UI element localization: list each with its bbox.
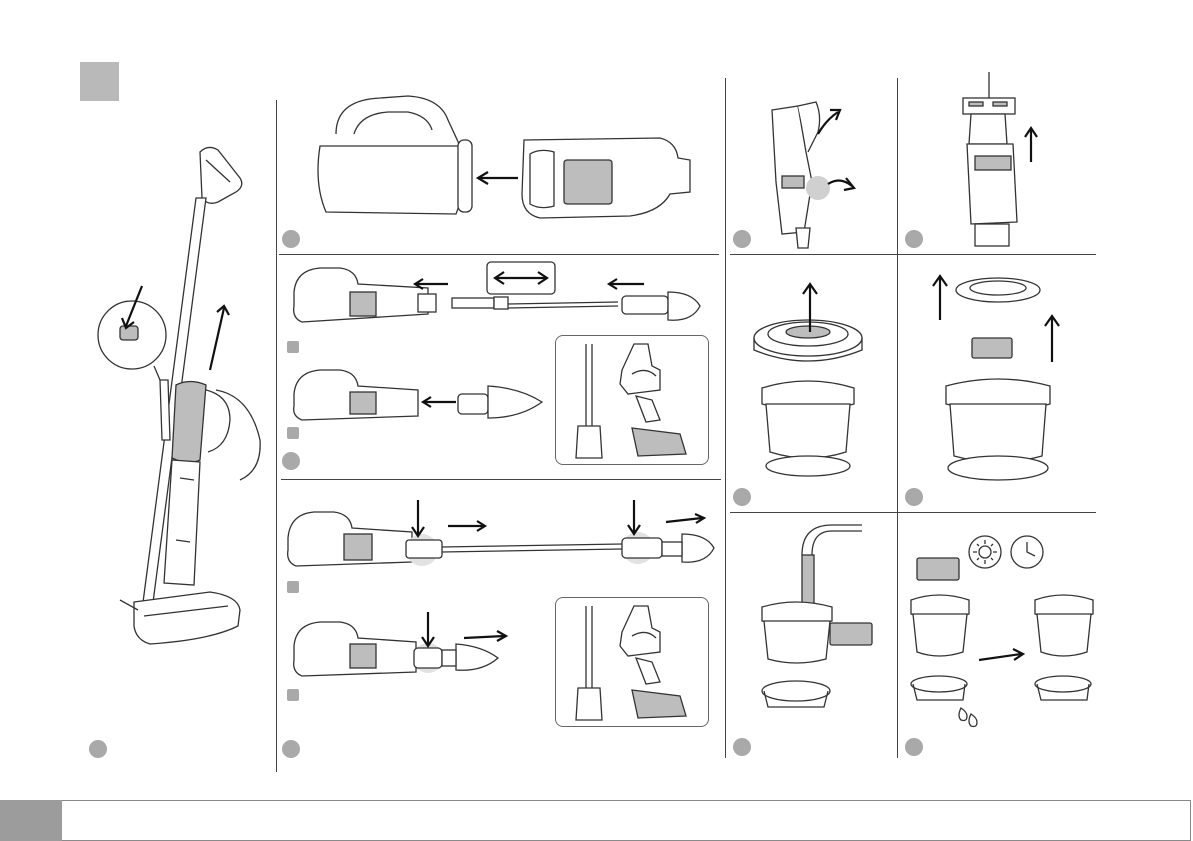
arrow-icon [126,286,142,326]
divider-right-row-1 [730,254,1096,255]
step-marker [905,738,923,756]
step-marker [287,689,299,701]
figure-attach-brush [288,366,550,426]
figure-attach-wand [288,262,718,332]
accessories-box [555,597,709,727]
step-marker [282,452,300,470]
figure-pull-cyclone [945,72,1045,252]
footer-tab [0,800,62,841]
step-marker [733,230,751,248]
step-marker [905,230,923,248]
divider-right [897,78,898,758]
step-marker [287,581,299,593]
figure-release-brush [288,612,550,686]
header-marker [80,62,119,101]
figure-release-wand [282,498,722,578]
step-marker [282,740,300,758]
figure-upright-vacuum [90,140,275,760]
sun-icon [969,536,1001,568]
arrow-icon [210,308,224,370]
step-marker [89,740,107,758]
step-marker [287,427,299,439]
step-marker [282,230,300,248]
divider-row-2 [281,479,721,480]
accessories-box [555,335,709,465]
divider-middle [725,78,726,758]
divider-left [276,100,277,772]
footer [0,800,1193,841]
divider-right-row-2 [730,512,1096,513]
figure-detach-container [310,94,715,226]
figure-remove-filter [918,268,1068,484]
figure-rinse-filter [752,525,882,725]
arrow-icon [818,112,838,134]
figure-dry-reassemble [905,534,1097,730]
water-drops-icon [959,708,977,727]
step-marker [733,738,751,756]
step-marker [733,488,751,506]
clock-icon [1011,536,1043,568]
step-marker [287,341,299,353]
footer-bar [62,800,1191,841]
step-marker [905,488,923,506]
figure-separate-filter [748,276,872,484]
divider-row-1 [279,254,719,255]
figure-open-dust-lid [760,92,870,252]
arrow-icon [464,636,504,638]
